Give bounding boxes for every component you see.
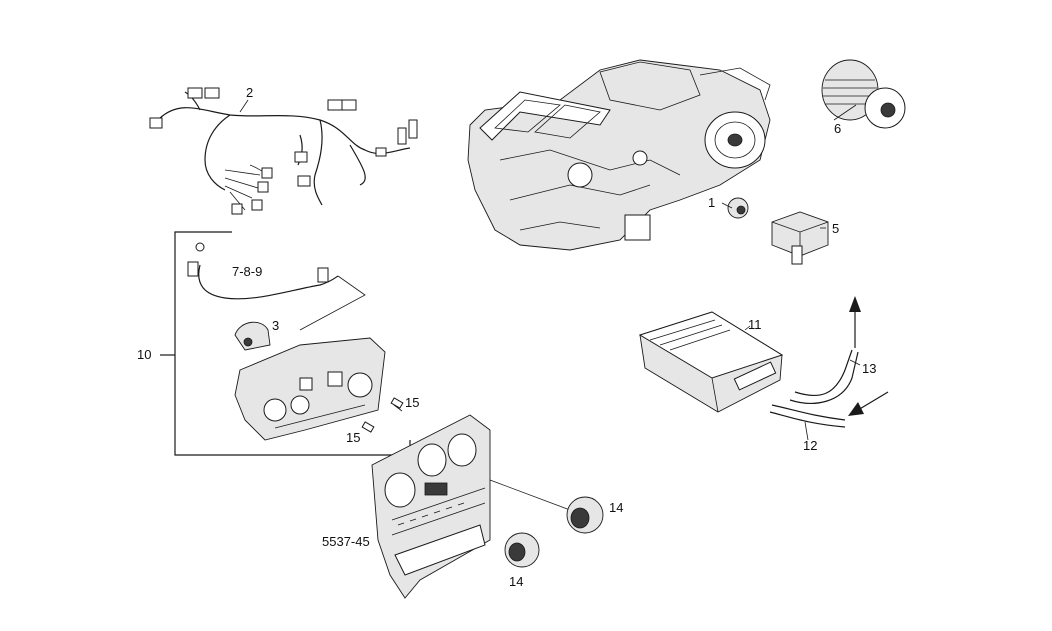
blower-motor-part — [821, 59, 906, 129]
callout-3: 3 — [272, 318, 280, 333]
callout-2: 2 — [246, 85, 254, 100]
callout-15-upper: 15 — [405, 395, 420, 410]
leader-lines — [239, 99, 861, 441]
heater-core-part — [638, 311, 784, 413]
control-cable-part — [187, 242, 366, 331]
actuator-part — [234, 321, 271, 351]
callout-11: 11 — [748, 317, 762, 332]
heater-housing-assembly — [467, 59, 771, 251]
callout-10: 10 — [137, 347, 152, 362]
wiring-harness-part — [149, 87, 418, 215]
flow-arrow-up — [849, 296, 861, 348]
vent-part-lower — [504, 532, 540, 568]
resistor-module-part — [771, 211, 829, 265]
callout-6: 6 — [834, 121, 842, 136]
hose-13-part — [789, 349, 859, 404]
callout-1: 1 — [708, 195, 716, 210]
reference-number: 5537-45 — [322, 534, 370, 549]
callout-14-upper: 14 — [609, 500, 624, 515]
control-panel-part — [234, 337, 386, 441]
spring-parts — [361, 397, 404, 433]
callout-13: 13 — [862, 361, 877, 376]
vent-part-upper — [566, 496, 604, 534]
callout-5: 5 — [832, 221, 840, 236]
callout-12: 12 — [803, 438, 818, 453]
callout-7-8-9: 7-8-9 — [232, 264, 263, 279]
hose-12-part — [769, 404, 846, 428]
callout-14-lower: 14 — [509, 574, 524, 589]
callout-15-lower: 15 — [346, 430, 361, 445]
dashboard-bezel-part — [371, 414, 571, 599]
sensor-part — [727, 197, 749, 219]
flow-arrow-in — [848, 391, 889, 416]
